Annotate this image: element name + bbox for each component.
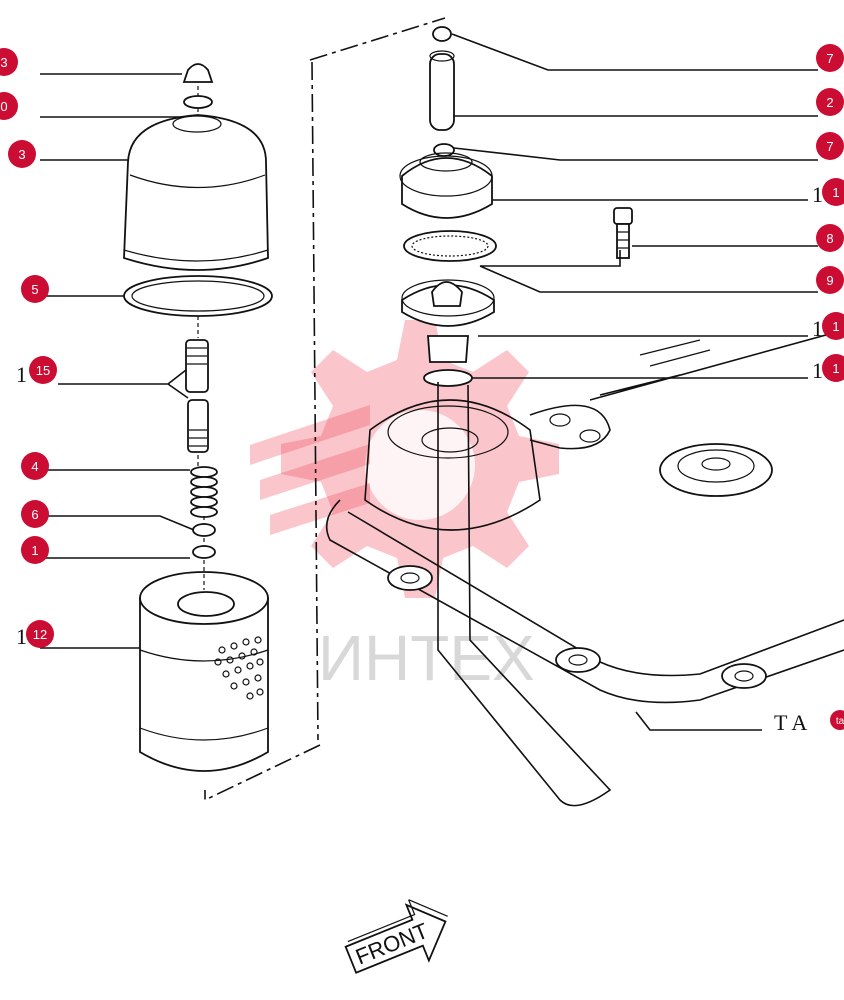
filter-bowl	[123, 114, 269, 271]
valve-housing	[401, 157, 493, 219]
oil-pan-edge	[325, 499, 844, 704]
callout-5: 5	[31, 282, 38, 297]
callout-7-top: 7	[826, 51, 833, 66]
callout-15: 15	[36, 363, 50, 378]
washer-6	[192, 523, 216, 537]
callout-1: 1	[31, 543, 38, 558]
front-label: FRONT	[352, 918, 432, 970]
callout-ta-prefix: T A	[774, 710, 807, 735]
callout-11a: 1	[832, 185, 839, 200]
callout-ta: ta	[836, 716, 844, 727]
left-bracket-line	[204, 17, 446, 802]
watermark-logo	[250, 320, 559, 598]
callout-3-top: 3	[0, 55, 7, 70]
mounting-body	[364, 399, 541, 531]
callout-11c: 1	[832, 361, 839, 376]
callout-4: 4	[31, 459, 38, 474]
small-o-ring	[423, 369, 473, 387]
bolt	[613, 207, 633, 259]
callout-0: 0	[0, 99, 7, 114]
callouts: 3 0 3 5 1 15 4 6 1 1 12 7 2 7 1 1 8 9	[0, 44, 844, 735]
clip-lower	[433, 143, 455, 157]
filter-perforations	[214, 636, 264, 700]
callout-6: 6	[31, 507, 38, 522]
spring	[190, 466, 218, 518]
callout-12-prefix: 1	[16, 624, 27, 649]
clip-top	[432, 26, 452, 42]
front-arrow-icon	[344, 903, 447, 974]
callout-7-lower: 7	[826, 139, 833, 154]
watermark-text: ИНТЕХ	[318, 622, 535, 694]
pipe	[437, 382, 612, 807]
callout-11b: 1	[832, 319, 839, 334]
washer-top	[183, 95, 213, 109]
callout-12: 12	[33, 627, 47, 642]
washer-1	[192, 545, 216, 559]
callout-11a-prefix: 1	[812, 182, 823, 207]
cap-nut	[182, 63, 214, 83]
right-leader-lines	[451, 33, 818, 731]
callout-11c-prefix: 1	[812, 358, 823, 383]
callout-2: 2	[826, 95, 833, 110]
callout-3-bowl: 3	[18, 147, 25, 162]
front-arrow-sign: FRONT	[344, 899, 448, 974]
callout-11b-prefix: 1	[812, 316, 823, 341]
stud-upper	[185, 339, 209, 393]
left-leader-lines	[40, 73, 195, 649]
filter-bowl-assembly	[123, 63, 273, 772]
pin	[429, 53, 455, 131]
valve-assembly	[325, 26, 844, 807]
callout-8: 8	[826, 231, 833, 246]
stud-lower	[187, 399, 209, 453]
callout-15-prefix: 1	[16, 362, 27, 387]
bowl-seal-ring	[123, 275, 273, 317]
callout-9: 9	[826, 273, 833, 288]
